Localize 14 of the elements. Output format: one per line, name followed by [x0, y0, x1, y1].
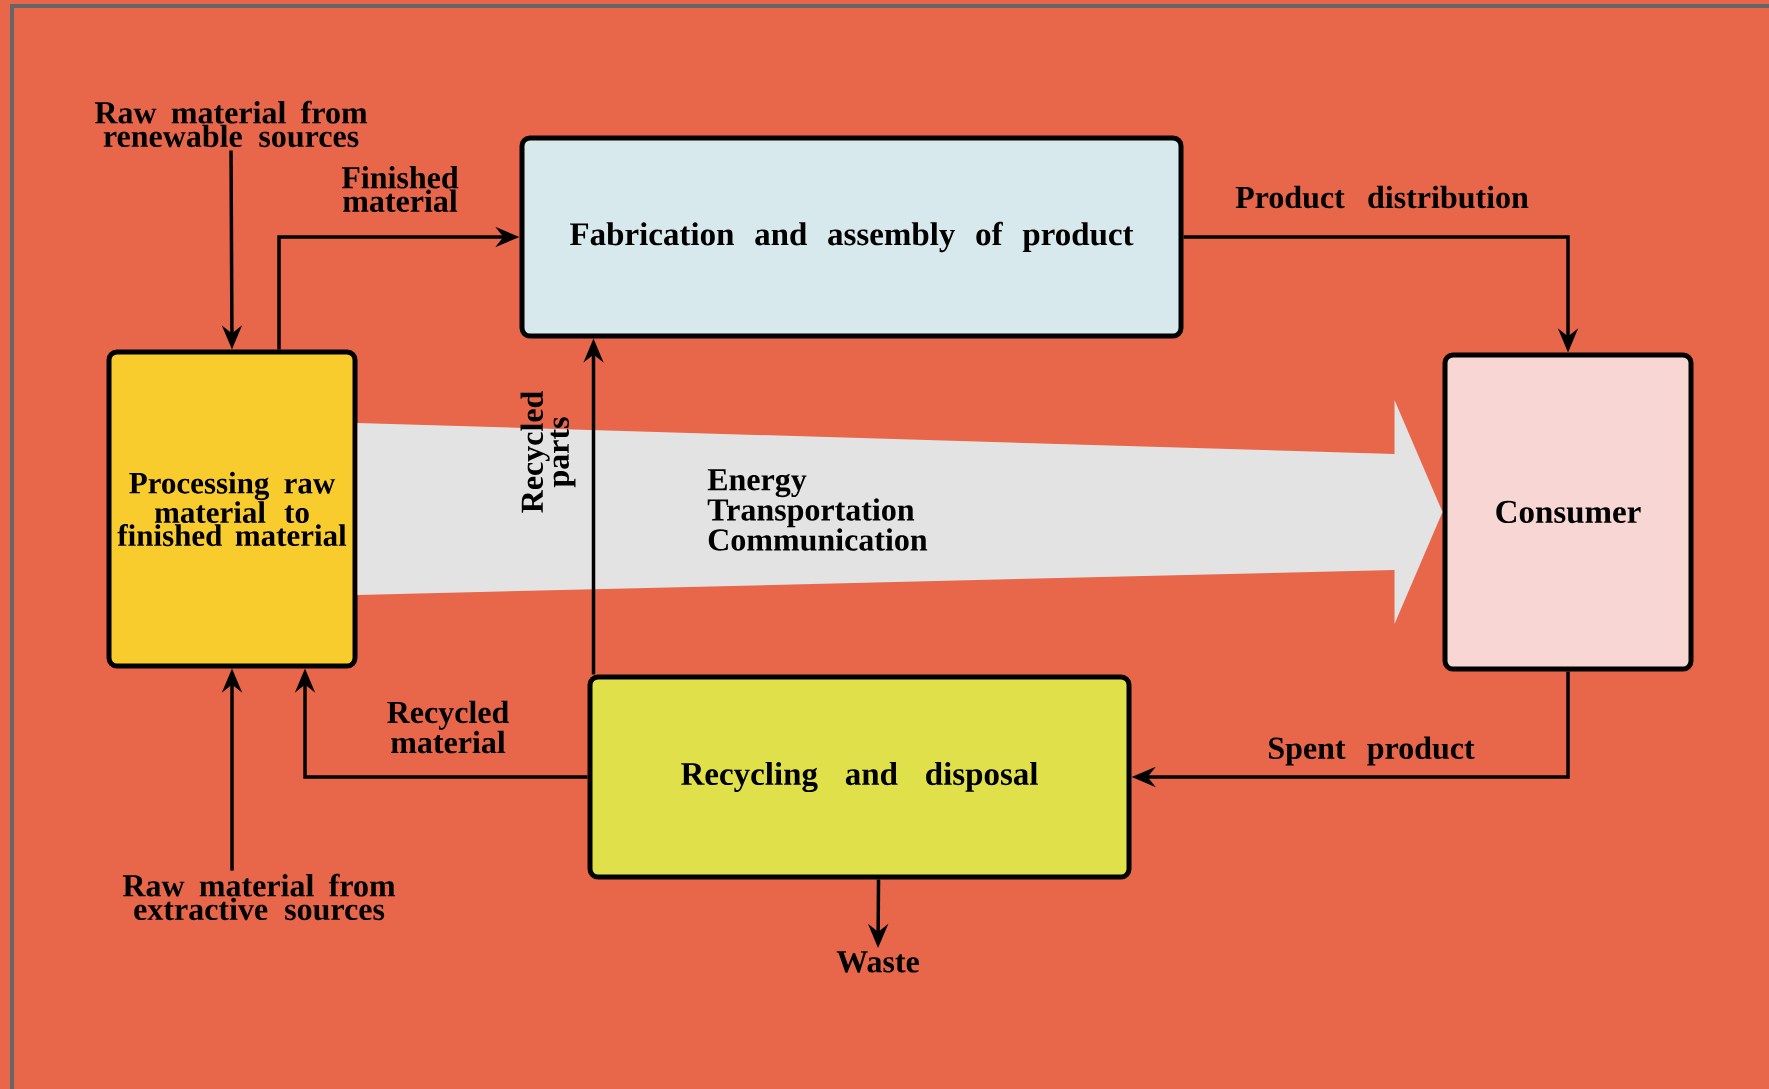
block-arrow	[357, 400, 1443, 624]
output-label: Waste	[836, 951, 919, 973]
process-box: Recycling and disposal	[587, 674, 1132, 880]
edge-label: Recycled parts	[520, 391, 576, 513]
consumer-box: Consumer	[1442, 352, 1694, 672]
edge-label: Product distribution	[1235, 185, 1529, 209]
process-box: Fabrication and assembly of product	[519, 135, 1184, 339]
source-label: Raw material from renewable sources	[94, 100, 368, 148]
edge-label: Energy Transportation Communication	[707, 469, 928, 551]
edge-label: Spent product	[1269, 736, 1475, 766]
edge-label: Finished material	[341, 166, 459, 212]
edge-label: Recycled material	[387, 700, 509, 754]
source-label: Raw material from extractive sources	[122, 873, 396, 921]
process-box: Processing raw material to finished material	[106, 349, 358, 669]
